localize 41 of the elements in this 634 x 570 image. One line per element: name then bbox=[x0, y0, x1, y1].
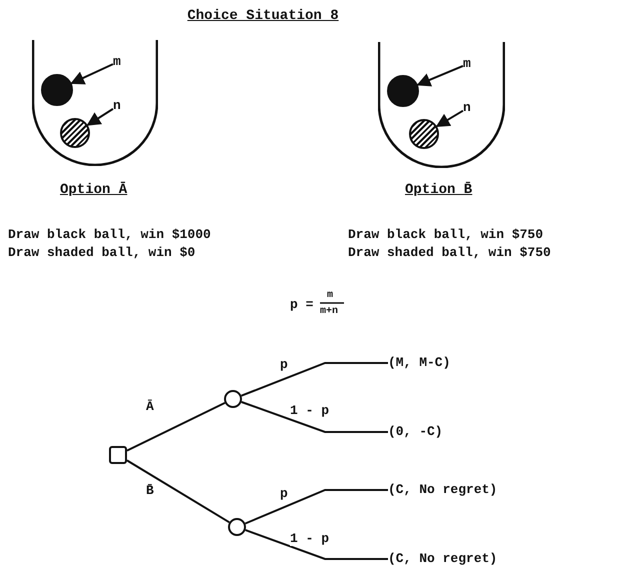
filled-ball bbox=[41, 74, 73, 106]
payoff-text: Draw black ball, win $750 bbox=[348, 227, 544, 243]
leader-arrow bbox=[436, 110, 464, 128]
tree-branch bbox=[126, 402, 226, 452]
edge-label: 1 - p bbox=[290, 404, 330, 418]
formula-term: m+n bbox=[320, 305, 338, 319]
outcome-text: m bbox=[113, 54, 121, 70]
outcome-text: (M, M-C) bbox=[388, 355, 450, 371]
payoff-text: Draw shaded ball, win $0 bbox=[8, 245, 196, 261]
option-caption: Option Ā bbox=[60, 182, 128, 198]
filled-ball bbox=[387, 75, 419, 107]
outcome-text: m bbox=[463, 56, 471, 72]
tree-branch bbox=[241, 362, 388, 397]
edge-label: p bbox=[280, 358, 288, 372]
outcome-text: (C, No regret) bbox=[388, 551, 498, 567]
edge-label: 1 - p bbox=[290, 532, 330, 546]
chance-node bbox=[224, 390, 242, 408]
payoff-text: Draw black ball, win $1000 bbox=[8, 227, 211, 243]
urn-drawing bbox=[32, 40, 158, 166]
tree-branch bbox=[245, 529, 388, 560]
edge-label: p bbox=[280, 487, 288, 501]
leader-arrow bbox=[416, 64, 464, 86]
hatched-ball bbox=[409, 119, 439, 149]
outcome-text: (C, No regret) bbox=[388, 482, 498, 498]
hatched-ball bbox=[60, 118, 90, 148]
leader-arrow bbox=[86, 108, 114, 126]
decision-node bbox=[109, 446, 127, 464]
outcome-text: (0, -C) bbox=[388, 424, 443, 440]
outcome-text: n bbox=[113, 98, 121, 114]
option-caption: Option B̄ bbox=[405, 182, 472, 198]
tree-branch bbox=[244, 489, 388, 524]
formula-text: p = bbox=[290, 297, 314, 313]
formula-term: m bbox=[327, 289, 334, 303]
outcome-text: n bbox=[463, 100, 471, 116]
tree-branch bbox=[241, 401, 388, 433]
leader-arrow bbox=[70, 63, 114, 84]
title: Choice Situation 8 bbox=[186, 8, 340, 24]
chance-node bbox=[228, 518, 246, 536]
urn-drawing bbox=[378, 42, 505, 168]
tree-branch bbox=[126, 460, 230, 524]
payoff-text: Draw shaded ball, win $750 bbox=[348, 245, 551, 261]
